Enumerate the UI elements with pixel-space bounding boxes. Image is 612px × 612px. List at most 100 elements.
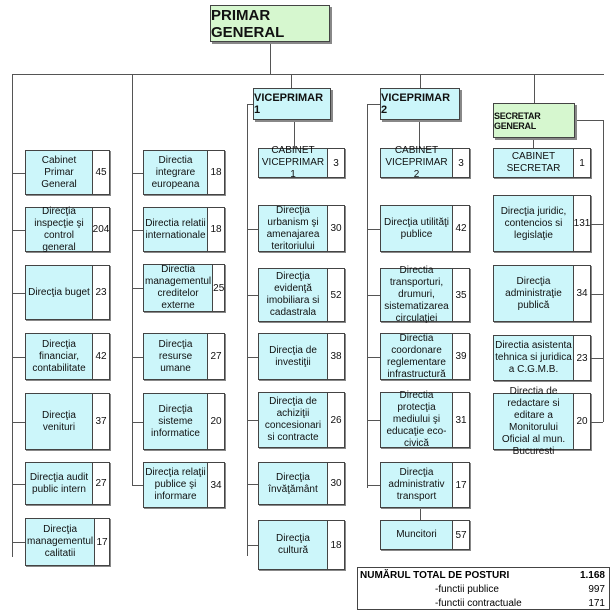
connector — [291, 74, 292, 88]
connector — [247, 357, 258, 358]
connector — [12, 173, 25, 174]
connector — [247, 295, 258, 296]
unit-label: Direcţia juridic, contencios si legislaţ… — [494, 196, 574, 251]
unit-label: Directia de redactare si editare a Monit… — [494, 386, 574, 457]
unit-box: Directia coordonare reglementare infrast… — [380, 333, 470, 380]
unit-label: Directia protecţia mediului şi educaţie … — [381, 390, 453, 449]
unit-label: Direcţia buget — [26, 266, 93, 319]
connector — [247, 545, 258, 546]
unit-label: Direcţia sisteme informatice — [144, 394, 208, 449]
unit-count: 39 — [455, 351, 467, 362]
unit-box: CABINET SECRETAR 1 — [493, 148, 591, 178]
connector — [132, 485, 143, 486]
unit-label: Direcţia de investiţii — [259, 334, 328, 379]
unit-count: 25 — [213, 282, 225, 294]
viceprimar-2-box: VICEPRIMAR 2 — [380, 88, 460, 120]
unit-label: Directia relatii internationale — [144, 208, 208, 251]
unit-count: 18 — [210, 224, 222, 235]
unit-label: Direcţia urbanism şi amenajarea teritori… — [259, 205, 328, 252]
connector — [247, 104, 253, 105]
connector — [132, 357, 143, 358]
unit-label: Direcţia relaţii publice şi informare — [144, 463, 208, 507]
connector — [132, 422, 143, 423]
unit-label: Direcţia resurse umane — [144, 334, 208, 379]
unit-box: CABINET VICEPRIMAR 1 3 — [258, 145, 345, 180]
unit-count: 18 — [330, 539, 342, 551]
unit-label: Direcţia evidenţă imobiliara si cadastra… — [259, 269, 328, 321]
connector — [132, 230, 143, 231]
unit-count: 23 — [576, 352, 588, 364]
connector — [12, 422, 25, 423]
unit-label: CABINET SECRETAR — [494, 149, 574, 177]
unit-count: 34 — [210, 479, 222, 491]
unit-count: 20 — [210, 416, 222, 427]
connector — [12, 74, 13, 557]
total-value: 1.168 — [579, 569, 605, 581]
connector — [367, 104, 368, 488]
unit-count: 17 — [455, 479, 467, 491]
unit-count: 27 — [95, 478, 107, 489]
connector — [420, 508, 421, 520]
unit-label: Direcţia managementul calitatii — [26, 519, 96, 565]
unit-count: 57 — [455, 529, 467, 541]
unit-box: Direcţia urbanism şi amenajarea teritori… — [258, 205, 345, 252]
unit-count: 17 — [96, 536, 108, 548]
total-label: NUMĂRUL TOTAL DE POSTURI — [360, 569, 510, 581]
connector — [247, 229, 258, 230]
connector — [591, 358, 603, 359]
unit-label: Direcţia inspecţie şi control general — [26, 206, 93, 253]
connector — [575, 120, 604, 121]
connector — [12, 74, 604, 75]
connector — [247, 104, 248, 556]
public-value: 997 — [588, 583, 605, 595]
connector — [367, 229, 380, 230]
unit-count: 3 — [333, 157, 339, 169]
connector — [367, 295, 380, 296]
unit-count: 31 — [455, 414, 467, 426]
viceprimar-1-box: VICEPRIMAR 1 — [253, 88, 331, 120]
unit-count: 1 — [579, 157, 585, 169]
connector — [419, 120, 420, 148]
connector — [132, 173, 143, 174]
connector — [367, 420, 380, 421]
unit-count: 30 — [330, 478, 342, 489]
unit-box: Directia asistenta tehnica si juridica a… — [493, 335, 591, 381]
connector — [132, 288, 143, 289]
unit-label: Direcţia audit public intern — [26, 463, 93, 504]
unit-count: 52 — [330, 289, 342, 301]
unit-label: Directia transporturi, drumuri, sistemat… — [381, 265, 453, 324]
unit-label: Directia integrare europeana — [144, 151, 208, 194]
unit-label: Direcţia financiar, contabilitate — [26, 334, 93, 379]
connector — [12, 484, 25, 485]
unit-count: 131 — [573, 218, 591, 229]
unit-box: Directia de redactare si editare a Monit… — [493, 386, 591, 457]
unit-label: Directia managementul creditelor externe — [144, 264, 214, 311]
primar-general-box: PRIMAR GENERAL — [210, 5, 330, 42]
unit-box: Direcţia juridic, contencios si legislaţ… — [493, 195, 591, 252]
unit-label: Direcţia administrativ transport — [381, 463, 453, 507]
connector — [247, 420, 258, 421]
unit-label: Directia coordonare reglementare infrast… — [381, 333, 453, 380]
unit-count: 23 — [95, 287, 107, 298]
unit-label: CABINET VICEPRIMAR 1 — [259, 145, 328, 180]
connector — [12, 357, 25, 358]
public-label: -functii publice — [435, 583, 499, 595]
connector — [367, 104, 380, 105]
unit-count: 37 — [95, 416, 107, 427]
unit-label: Directia asistenta tehnica si juridica a… — [494, 336, 574, 380]
unit-label: CABINET VICEPRIMAR 2 — [381, 145, 453, 180]
